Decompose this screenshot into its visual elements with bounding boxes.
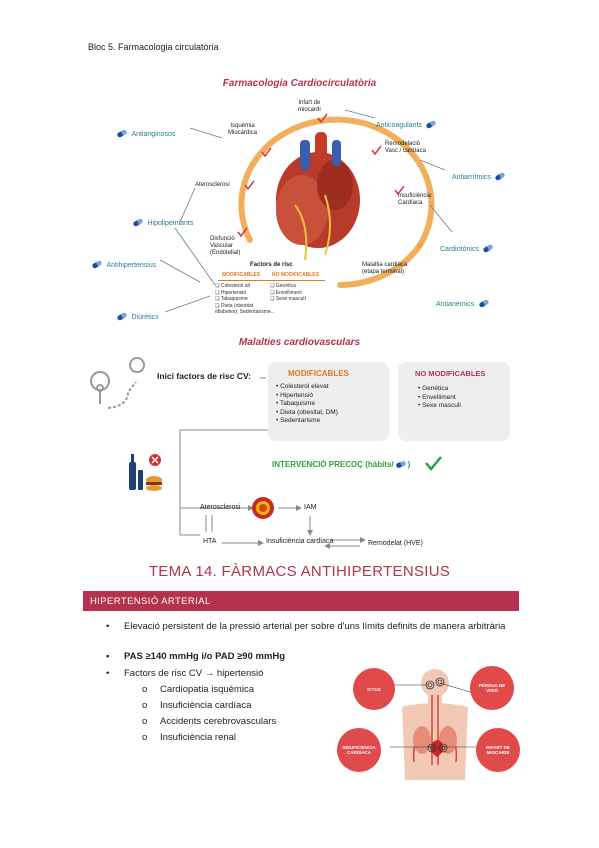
section-bar xyxy=(83,591,519,611)
risk-nomod-list: ❑ Genètica ❑ Envelliment ❑ Sexe masculí xyxy=(270,283,306,302)
hipolipemiants-label: Hipolipemiants xyxy=(132,212,193,230)
antianginosos-label: Antianginosos xyxy=(116,123,175,141)
figure1-diagram xyxy=(159,109,453,313)
inici-label: Inici factors de risc CV: xyxy=(157,371,252,381)
section-title: HIPERTENSIÓ ARTERIAL xyxy=(90,596,211,607)
flow-hta: HTA xyxy=(203,538,217,545)
risk-mod-header: MODIFICABLES xyxy=(222,272,261,278)
tema-title: TEMA 14. FÀRMACS ANTIHIPERTENSIUS xyxy=(148,563,451,580)
body-illustration xyxy=(390,669,481,780)
cardiotonics-label: Cardiotònics xyxy=(440,238,494,256)
antianemics-label: Antianèmics xyxy=(436,293,490,311)
ictus-circle: ICTUS xyxy=(353,668,395,710)
bullet-definition: Elevació persistent de la pressió arteri… xyxy=(124,621,506,632)
anticoagulants-label: Anticoagulants xyxy=(376,114,437,132)
pill-icon xyxy=(395,460,407,469)
flow-iam: IAM xyxy=(304,504,317,511)
intervencio-label: INTERVENCIÓ PRECOÇ (hàbits/) xyxy=(272,460,411,469)
pill-icon xyxy=(116,311,128,322)
flow-insuficiencia: Insuficiència cardíaca xyxy=(266,538,334,545)
check-icon xyxy=(425,456,442,471)
nomod-box: NO MODIFICABLES • Genètica • Envelliment… xyxy=(398,362,510,441)
figure1-title: Farmacologia Cardiocirculatòria xyxy=(222,78,377,89)
mod-header: MODIFICABLES xyxy=(288,369,349,378)
pill-icon xyxy=(116,128,128,139)
pill-icon xyxy=(478,298,490,309)
flow-remodelat: Remodelat (HVE) xyxy=(368,540,423,547)
heart-image xyxy=(276,132,360,261)
bottle-icon xyxy=(129,454,143,490)
bullet-thresholds: PAS ≥140 mmHg i/o PAD ≥90 mmHg xyxy=(124,651,286,662)
nomod-header: NO MODIFICABLES xyxy=(415,369,486,378)
mod-box: MODIFICABLES • Colesterol elevat • Hiper… xyxy=(268,362,389,441)
pill-icon xyxy=(91,259,103,270)
risk-title: Factors de risc xyxy=(250,262,293,268)
bullet-factors: Factors de risc CV → hipertensió xyxy=(124,668,264,679)
stage-malaltia: Malaltia cardíaca(etapa terminal) xyxy=(362,262,408,275)
artery-icon xyxy=(252,497,274,519)
pill-icon xyxy=(482,243,494,254)
pill-icon xyxy=(425,119,437,130)
mod-list: • Colesterol elevat • Hipertensió • Taba… xyxy=(276,383,338,424)
forbidden-icon xyxy=(149,454,161,466)
page-header: Bloc 5. Farmacologia circulatòria xyxy=(88,42,219,52)
figure2-title: Malalties cardiovasculars xyxy=(238,337,361,348)
pill-icon xyxy=(494,171,506,182)
nomod-list: • Genètica • Envelliment • Sexe masculí xyxy=(418,385,462,409)
stage-aterosclerosi: Aterosclerosi xyxy=(195,182,230,188)
pill-icon xyxy=(132,217,144,228)
antiarritmics-label: Antiarrítmics xyxy=(452,166,506,184)
risk-mod-list: ❑ Colesterol alt ❑ Hipertensió ❑ Tabaqui… xyxy=(215,283,275,315)
risk-nomod-header: NO MODIFICABLES xyxy=(272,272,319,278)
location-icon xyxy=(90,357,146,409)
figure2-diagram xyxy=(90,357,442,549)
flow-aterosclerosi: Aterosclerosi xyxy=(200,504,241,511)
antihipertensius-label: Antihipertensius xyxy=(91,254,156,272)
diuretics-label: Diürètics xyxy=(116,306,159,324)
burger-icon xyxy=(146,476,162,491)
